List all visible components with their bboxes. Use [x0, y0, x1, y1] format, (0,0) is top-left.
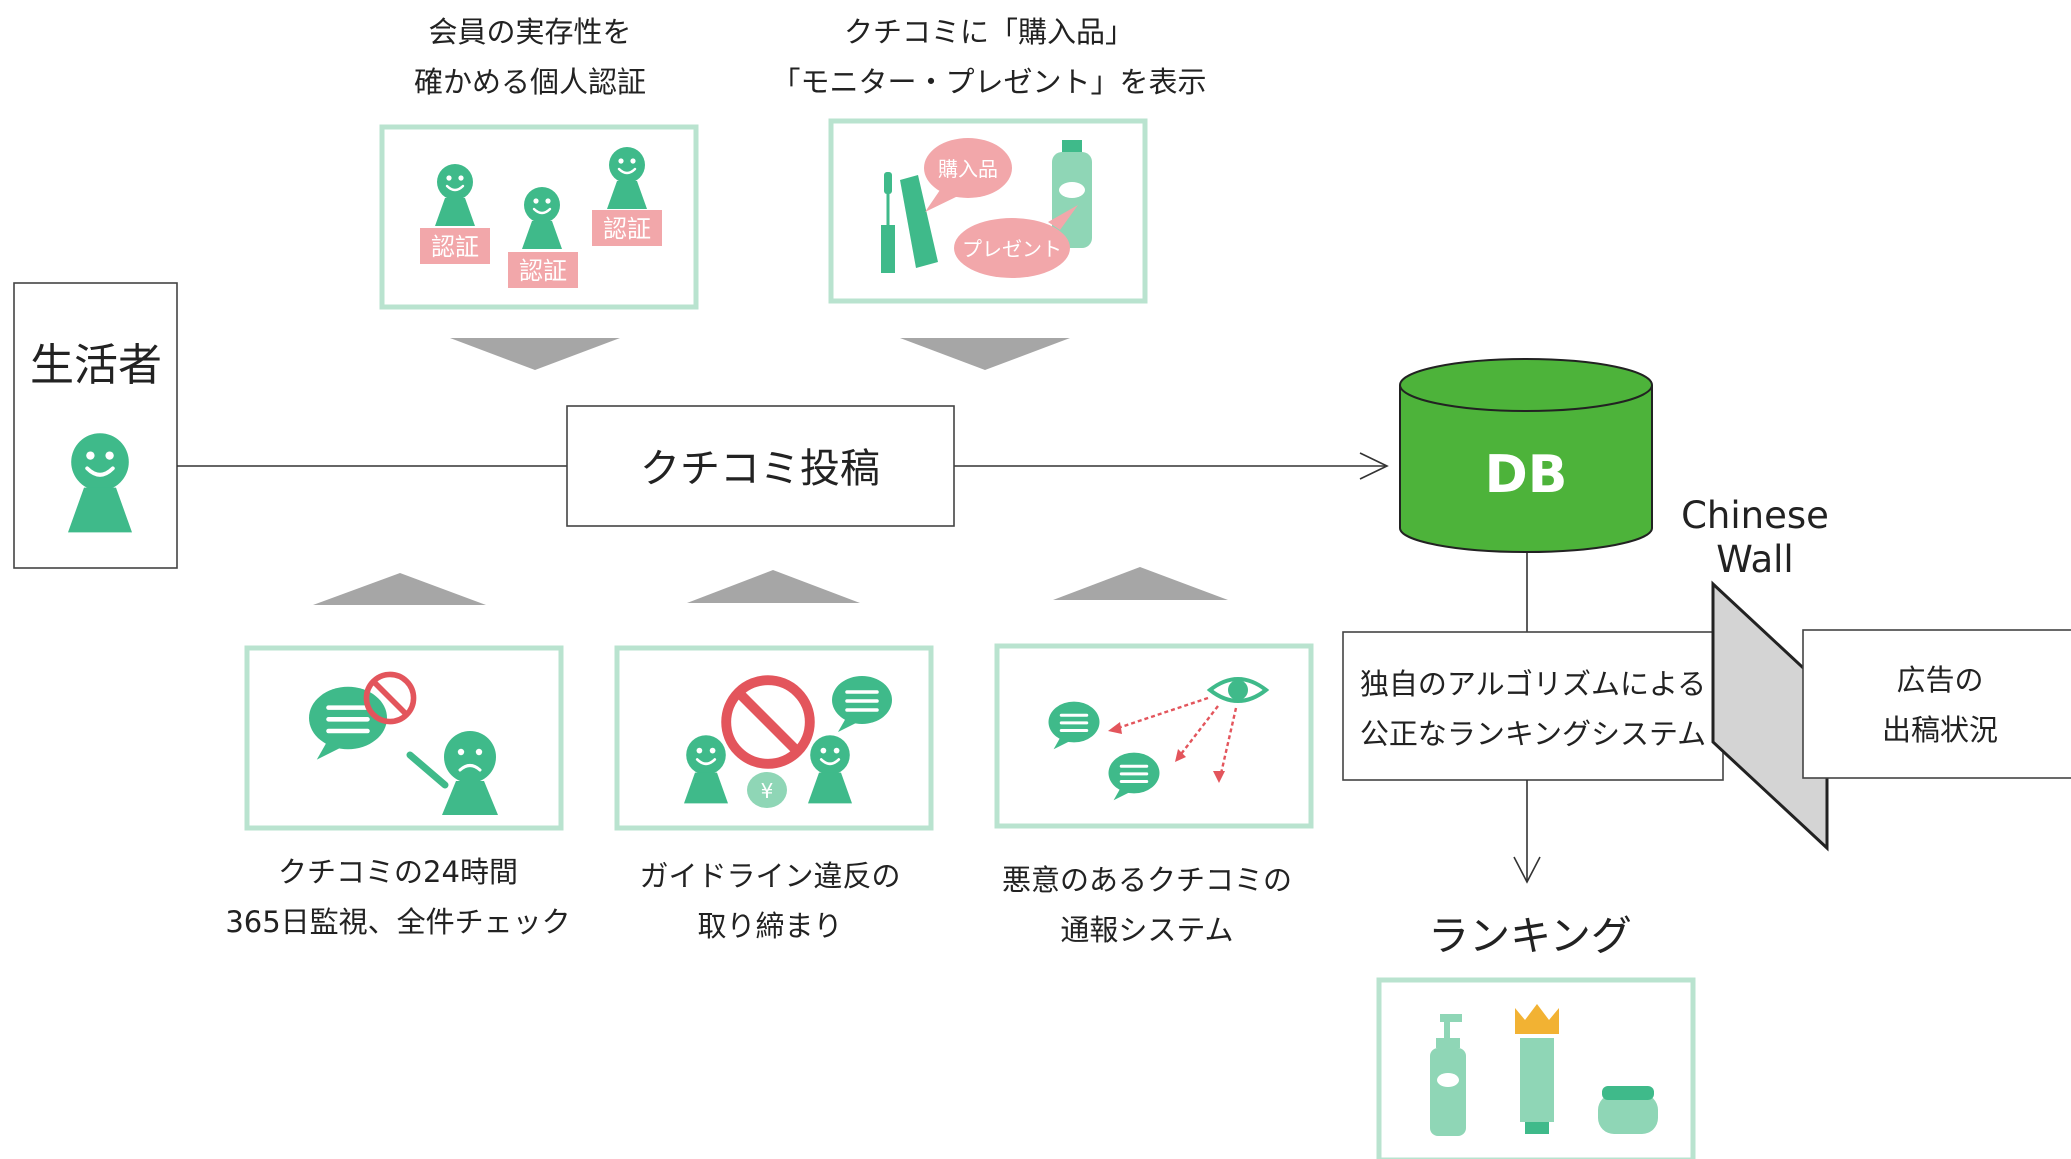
down-arrow-2	[900, 338, 1070, 370]
auth-badge-label: 認証	[431, 233, 479, 261]
ranking-label: ランキング	[1428, 912, 1632, 960]
bottom-feature-1-panel	[244, 645, 564, 831]
tube-icon	[1520, 1038, 1554, 1134]
purchased-label: 購入品	[938, 157, 998, 181]
up-arrow-1	[313, 573, 486, 605]
wall-label-line2: Wall	[1716, 538, 1793, 581]
top-feature-2-caption-line1: クチコミに「購入品」	[844, 15, 1134, 49]
auth-badge-label: 認証	[519, 257, 567, 285]
auth-badge: 認証	[508, 252, 578, 288]
speech-bubble-purchased: 購入品	[924, 138, 1012, 212]
cream-jar-icon	[1598, 1086, 1658, 1134]
top-feature-1-caption-line1: 会員の実存性を	[428, 15, 631, 49]
bottom-feature-1-caption-line1: クチコミの24時間	[278, 855, 518, 889]
pump-bottle-icon	[1430, 1014, 1466, 1136]
bottom-feature-3-caption-line1: 悪意のあるクチコミの	[1002, 863, 1292, 897]
speech-bubble-present: プレゼント	[954, 205, 1078, 278]
ranking-panel	[1376, 977, 1696, 1159]
report-arrows	[1111, 696, 1238, 779]
post-label: クチコミ投稿	[640, 446, 880, 492]
ads-line2: 出稿状況	[1882, 713, 1998, 747]
post-box: クチコミ投稿	[566, 405, 955, 527]
algorithm-line1: 独自のアルゴリズムによる	[1360, 667, 1706, 701]
ads-box: 広告の 出稿状況	[1802, 629, 2071, 779]
present-label: プレゼント	[962, 237, 1062, 261]
down-arrow-1	[450, 338, 620, 370]
bottom-feature-1-caption-line2: 365日監視、全件チェック	[225, 905, 570, 939]
crown-icon	[1515, 1004, 1559, 1034]
bottom-feature-2-panel: ¥	[614, 645, 934, 831]
algorithm-box: 独自のアルゴリズムによる 公正なランキングシステム	[1342, 631, 1724, 781]
money-bag-icon: ¥	[747, 772, 787, 808]
bottom-feature-3-panel	[994, 643, 1314, 829]
database-cylinder: DB	[1399, 358, 1653, 553]
database-label: DB	[1485, 445, 1568, 505]
auth-badge: 認証	[592, 210, 662, 246]
eye-icon	[1206, 677, 1270, 703]
sad-person-icon	[440, 729, 500, 817]
actor-box: 生活者	[13, 282, 178, 569]
flow-arrowhead-ranking	[1513, 856, 1541, 884]
svg-text:¥: ¥	[761, 779, 774, 803]
mascara-icon	[881, 172, 938, 273]
top-feature-2-caption-line2: 「モニター・プレゼント」を表示	[771, 65, 1206, 99]
ads-line1: 広告の	[1896, 663, 1983, 697]
actor-label: 生活者	[30, 340, 162, 391]
flow-arrowhead-db	[1359, 452, 1389, 480]
auth-badge-label: 認証	[603, 215, 651, 243]
top-feature-2-panel: 購入品 プレゼント	[828, 118, 1148, 304]
top-feature-1-panel: 認証 認証 認証	[379, 124, 699, 310]
algorithm-line2: 公正なランキングシステム	[1360, 717, 1706, 751]
top-feature-1-caption-line2: 確かめる個人認証	[414, 65, 646, 99]
up-arrow-3	[1053, 567, 1228, 600]
bottom-feature-3-caption-line2: 通報システム	[1060, 913, 1233, 947]
up-arrow-2	[687, 570, 860, 603]
chinese-wall	[1711, 580, 1829, 852]
bottom-feature-2-caption-line1: ガイドライン違反の	[639, 859, 900, 893]
wall-label-line1: Chinese	[1681, 494, 1829, 537]
auth-badge: 認証	[420, 228, 490, 264]
bottom-feature-2-caption-line2: 取り締まり	[697, 909, 842, 943]
